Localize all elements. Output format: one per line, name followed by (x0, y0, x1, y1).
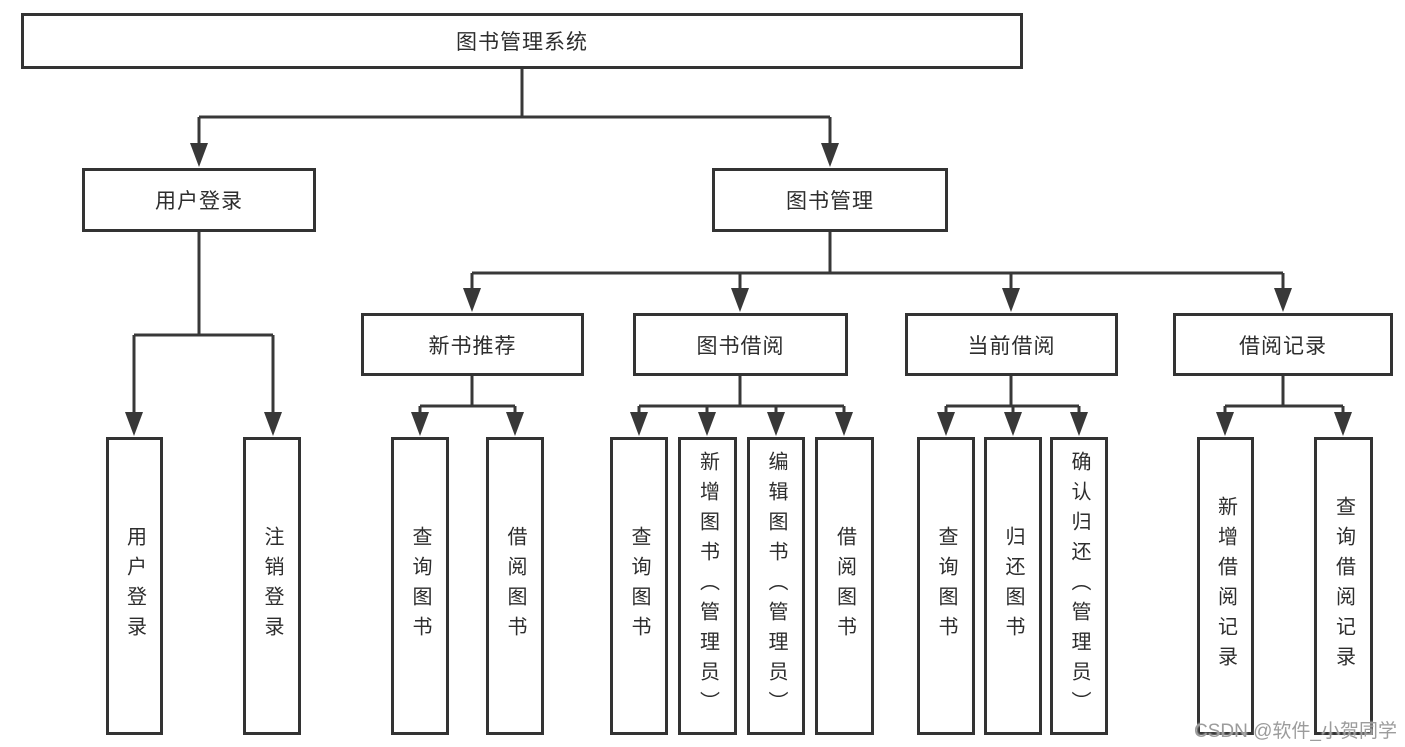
arrowhead (937, 412, 955, 436)
arrowhead (767, 412, 785, 436)
leaf-confirm-return-admin: 确认归还（管理员） (1050, 437, 1108, 735)
leaf-user-login: 用户登录 (106, 437, 163, 735)
node-label: 新书推荐 (428, 334, 517, 358)
leaf-add-book-admin: 新增图书（管理员） (678, 437, 737, 735)
arrowhead (506, 412, 524, 436)
node-new-book-recommendation: 新书推荐 (361, 313, 584, 376)
leaf-logout: 注销登录 (243, 437, 301, 735)
leaf-label: 查询借阅记录 (1332, 496, 1355, 676)
leaf-label: 注销登录 (261, 526, 283, 646)
leaf-return-books: 归还图书 (984, 437, 1042, 735)
node-label: 图书借阅 (696, 334, 785, 358)
leaf-query-books: 查询图书 (917, 437, 975, 735)
leaf-query-borrow-record: 查询借阅记录 (1314, 437, 1373, 735)
node-user-login: 用户登录 (82, 168, 316, 232)
leaf-label: 新增图书（管理员） (696, 451, 719, 721)
leaf-query-books: 查询图书 (610, 437, 668, 735)
node-label: 图书管理 (786, 190, 874, 213)
arrowheads (125, 143, 1352, 436)
arrowhead (125, 412, 143, 436)
arrowhead (264, 412, 282, 436)
arrowhead (835, 412, 853, 436)
arrow-shafts (132, 117, 1345, 416)
watermark: CSDN @软件_小贺同学 (1194, 721, 1397, 742)
arrowhead (1070, 412, 1088, 436)
arrowhead (1334, 412, 1352, 436)
leaf-add-borrow-record: 新增借阅记录 (1197, 437, 1254, 735)
leaf-label: 新增借阅记录 (1214, 496, 1237, 676)
arrowhead (698, 412, 716, 436)
leaf-label: 归还图书 (1002, 526, 1024, 646)
leaf-label: 借阅图书 (833, 526, 856, 646)
leaf-label: 编辑图书（管理员） (765, 451, 787, 721)
arrowhead (821, 143, 839, 167)
leaf-label: 确认归还（管理员） (1068, 451, 1090, 721)
leaf-borrow-books: 借阅图书 (815, 437, 874, 735)
leaf-label: 查询图书 (409, 526, 431, 646)
arrowhead (1002, 288, 1020, 312)
arrowhead (1004, 412, 1022, 436)
node-borrowing-records: 借阅记录 (1173, 313, 1393, 376)
leaf-label: 用户登录 (123, 526, 146, 646)
leaf-label: 查询图书 (628, 526, 650, 646)
arrowhead (411, 412, 429, 436)
node-current-borrowing: 当前借阅 (905, 313, 1118, 376)
node-book-management: 图书管理 (712, 168, 948, 232)
arrowhead (190, 143, 208, 167)
node-book-borrowing: 图书借阅 (633, 313, 848, 376)
node-label: 用户登录 (155, 190, 243, 213)
arrowhead (630, 412, 648, 436)
node-label: 借阅记录 (1239, 334, 1327, 358)
leaf-query-books: 查询图书 (391, 437, 449, 735)
node-label: 图书管理系统 (456, 31, 588, 54)
leaf-borrow-books: 借阅图书 (486, 437, 544, 735)
arrowhead (1216, 412, 1234, 436)
arrowhead (1274, 288, 1292, 312)
arrowhead (731, 288, 749, 312)
leaf-edit-book-admin: 编辑图书（管理员） (747, 437, 805, 735)
arrowhead (463, 288, 481, 312)
leaf-label: 查询图书 (935, 526, 957, 646)
node-library-management-system: 图书管理系统 (21, 13, 1023, 69)
node-label: 当前借阅 (967, 334, 1056, 358)
leaf-label: 借阅图书 (504, 526, 526, 646)
